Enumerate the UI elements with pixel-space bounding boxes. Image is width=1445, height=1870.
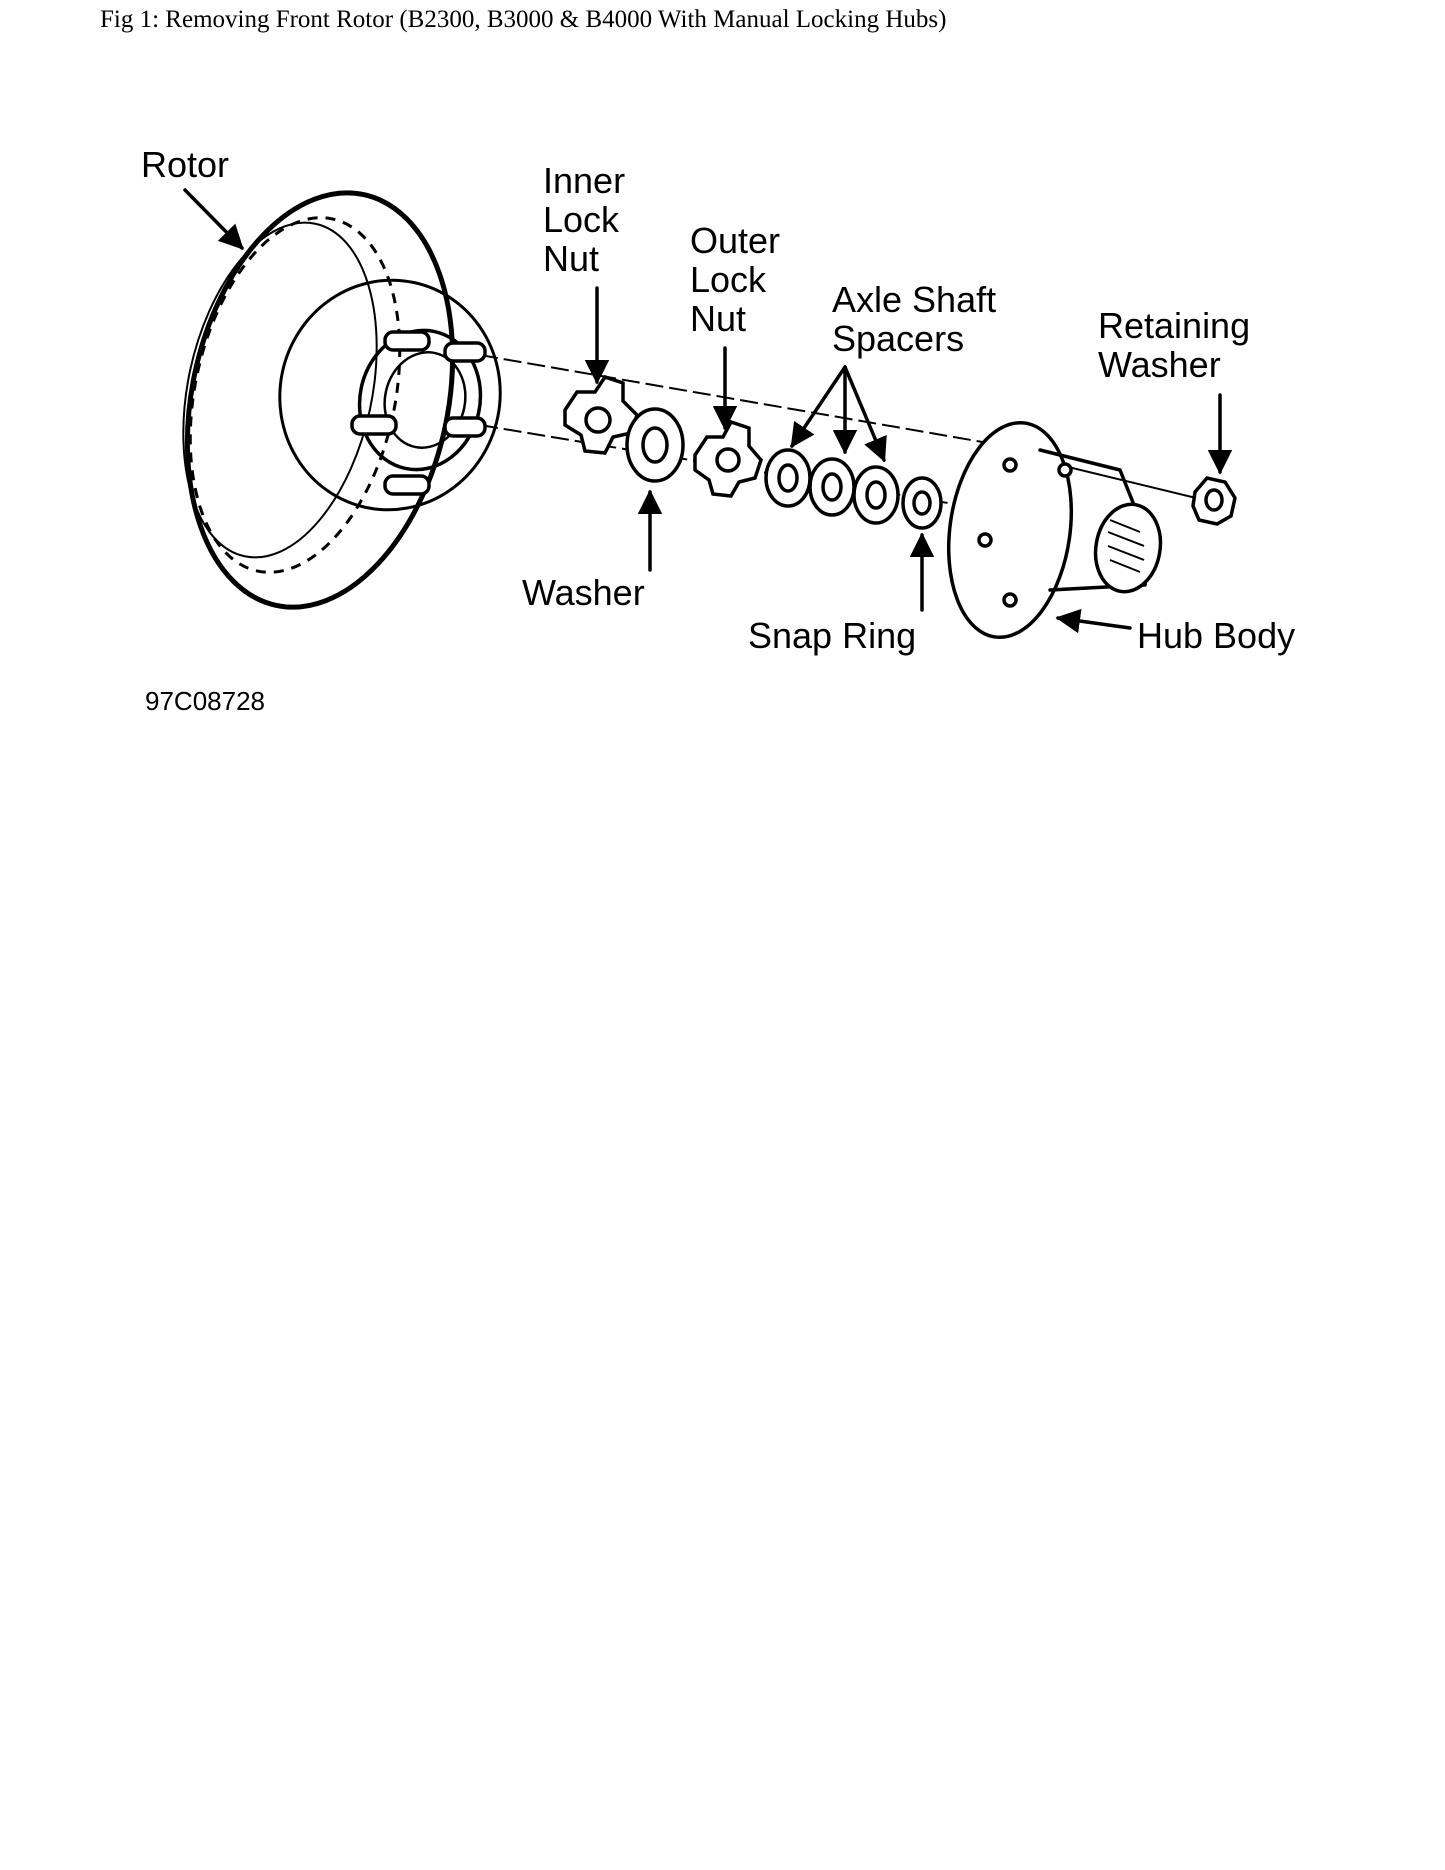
hub-body-part — [946, 420, 1163, 640]
label-rotor: Rotor — [141, 144, 229, 185]
label-washer: Washer — [522, 572, 645, 613]
label-axle-shaft-spacers: Axle Shaft Spacers — [832, 279, 1006, 359]
label-retaining-washer: Retaining Washer — [1098, 305, 1260, 385]
label-snap-ring: Snap Ring — [748, 615, 916, 656]
outer-lock-nut-part — [693, 419, 763, 498]
wheel-studs — [350, 330, 487, 496]
label-inner-lock-nut: Inner Lock Nut — [543, 160, 635, 279]
label-hub-body: Hub Body — [1137, 615, 1295, 656]
leader-arrows — [183, 188, 1233, 634]
figure-code: 97C08728 — [145, 686, 265, 716]
retaining-washer-part — [1191, 476, 1237, 526]
axle-shaft-spacers-part — [764, 448, 900, 525]
label-outer-lock-nut: Outer Lock Nut — [690, 220, 790, 339]
figure-caption: Fig 1: Removing Front Rotor (B2300, B300… — [100, 6, 947, 33]
rotor-part — [182, 190, 502, 610]
washer-part — [625, 407, 685, 483]
snap-ring-part — [901, 476, 943, 530]
